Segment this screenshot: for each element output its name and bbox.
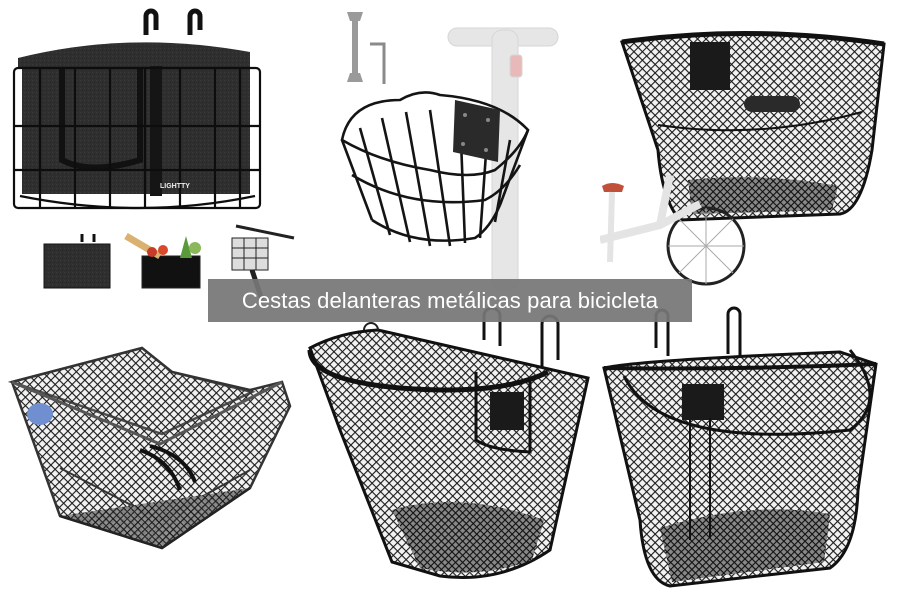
- basket-with-bag-illustration: LIGHTTY: [12, 8, 295, 300]
- caption-banner: Cestas delanteras metálicas para bicicle…: [208, 279, 692, 322]
- product-image-mesh-front-basket-bike[interactable]: [600, 0, 900, 290]
- hook-basket-illustration: [307, 306, 590, 580]
- product-image-rear-mesh-basket[interactable]: [0, 320, 300, 600]
- brand-label: LIGHTTY: [160, 183, 190, 190]
- hook-basket-handle-illustration: [602, 306, 878, 588]
- product-image-hook-mesh-basket[interactable]: [300, 300, 600, 600]
- blue-brand-label: [27, 403, 53, 425]
- caption-text: Cestas delanteras metálicas para bicicle…: [241, 288, 659, 313]
- product-image-hook-mesh-basket-handle[interactable]: [600, 300, 900, 600]
- thumbnail-basket-on-bike: [231, 224, 295, 300]
- product-image-scooter-wire-basket[interactable]: [300, 0, 600, 290]
- mesh-basket-bike-illustration: [600, 30, 886, 286]
- thumbnail-basket-with-bag: [43, 234, 111, 289]
- scooter-basket-illustration: [340, 12, 559, 290]
- product-image-insulated-bag-basket[interactable]: LIGHTTY: [0, 0, 300, 300]
- rear-basket-illustration: [7, 346, 292, 550]
- thumbnail-basket-with-groceries: [124, 232, 201, 289]
